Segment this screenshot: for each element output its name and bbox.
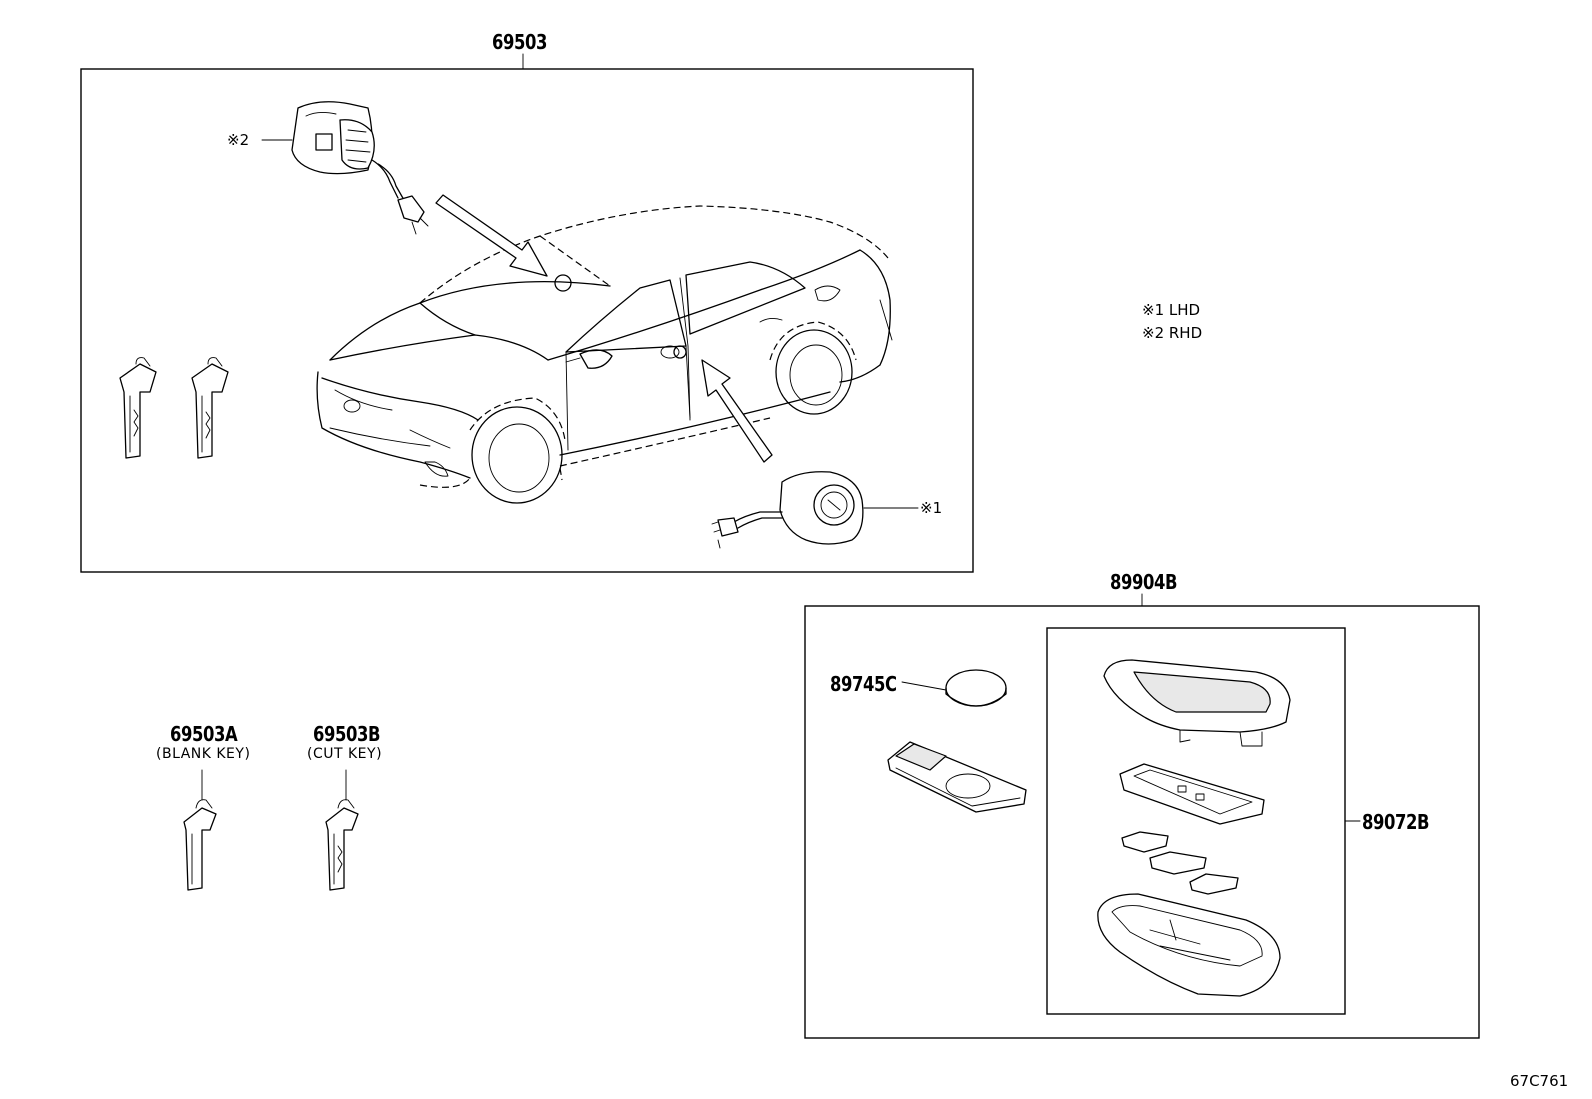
coin-battery bbox=[901, 669, 1007, 707]
legend-rhd: ※2 RHD bbox=[1142, 324, 1203, 342]
remote-upper-cover bbox=[1103, 659, 1291, 747]
legend-lhd: ※1 LHD bbox=[1142, 301, 1201, 319]
remote-button-tray bbox=[1119, 763, 1265, 825]
lock-cylinder-lhd bbox=[711, 471, 919, 549]
figure-reference: 67C761 bbox=[1510, 1072, 1569, 1090]
lock-cylinder-rhd bbox=[261, 101, 429, 235]
part-number-89904B[interactable]: 89904B bbox=[1110, 570, 1178, 594]
part-number-89745C[interactable]: 89745C bbox=[830, 672, 897, 696]
circuit-board bbox=[887, 741, 1027, 813]
part-number-89072B[interactable]: 89072B bbox=[1362, 810, 1430, 834]
cut-key-drawing bbox=[325, 769, 359, 891]
part-number-69503A[interactable]: 69503A bbox=[170, 722, 238, 746]
callout-mark-2: ※2 bbox=[227, 131, 250, 149]
caption-blank-key: (BLANK KEY) bbox=[156, 746, 251, 762]
car-illustration bbox=[316, 205, 893, 504]
arrow-to-door bbox=[701, 359, 773, 463]
blank-key-drawing bbox=[183, 769, 217, 891]
part-number-69503[interactable]: 69503 bbox=[492, 30, 548, 54]
key-in-box-left bbox=[119, 357, 157, 459]
callout-mark-1: ※1 bbox=[920, 499, 943, 517]
remote-lower-case bbox=[1097, 893, 1281, 997]
group-box-89904B bbox=[804, 593, 1480, 1039]
group-box-89072B bbox=[1046, 627, 1361, 1015]
arrow-to-roof bbox=[435, 194, 548, 277]
group-box-69503 bbox=[80, 53, 974, 573]
remote-small-parts bbox=[1121, 831, 1239, 895]
caption-cut-key: (CUT KEY) bbox=[307, 746, 383, 762]
key-in-box-right bbox=[191, 357, 229, 459]
part-number-69503B[interactable]: 69503B bbox=[313, 722, 381, 746]
